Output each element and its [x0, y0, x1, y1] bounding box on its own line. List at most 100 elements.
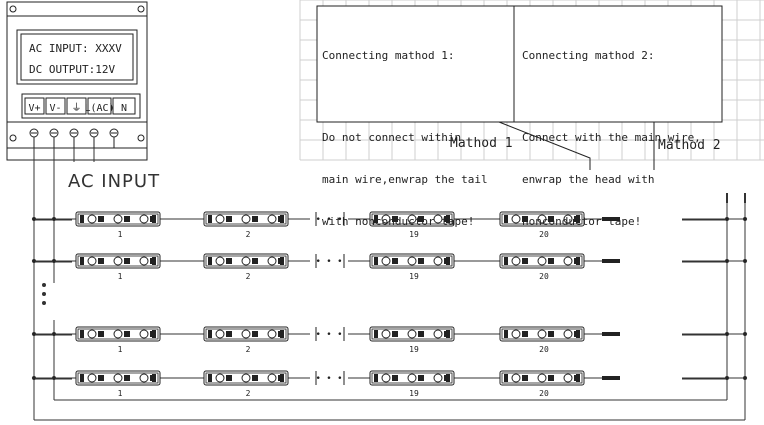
module-number: 20 — [539, 272, 549, 281]
led-chip — [548, 258, 554, 264]
junction-dot — [31, 216, 37, 222]
module-inner — [501, 328, 583, 340]
terminal-label-box — [87, 97, 112, 115]
module-body — [75, 211, 161, 227]
module-body — [499, 253, 585, 269]
led-lens — [87, 329, 97, 339]
break-dot — [42, 283, 46, 287]
led-lens — [113, 214, 123, 224]
psu-ac-input-text: AC INPUT: XXXV — [29, 42, 122, 55]
led-chip — [124, 375, 130, 381]
junction-dot — [51, 375, 57, 381]
module-inner — [77, 328, 159, 340]
module-inner — [205, 328, 287, 340]
module-number: 20 — [539, 389, 549, 398]
junction-dot — [31, 331, 37, 337]
led-lens — [511, 256, 521, 266]
module-body — [499, 211, 585, 227]
led-chip — [124, 258, 130, 264]
led-lens — [407, 373, 417, 383]
module-body — [369, 326, 455, 342]
junction-dot — [742, 216, 748, 222]
module-inner — [205, 255, 287, 267]
module-inner — [501, 255, 583, 267]
module-inner — [77, 213, 159, 225]
led-lens — [511, 214, 521, 224]
led-chip — [226, 258, 232, 264]
led-module — [369, 253, 455, 269]
junction-dot — [724, 216, 730, 222]
led-chip — [226, 216, 232, 222]
module-body — [203, 370, 289, 386]
method1-note: Connecting mathod 1: Do not connect with… — [322, 21, 488, 243]
led-lens — [267, 214, 277, 224]
tail-plug — [602, 259, 620, 263]
led-chip — [252, 258, 258, 264]
led-module-rows — [75, 211, 620, 386]
led-chip — [252, 375, 258, 381]
module-pad — [208, 257, 212, 265]
led-chip — [98, 216, 104, 222]
ellipsis: • • • — [315, 374, 342, 384]
led-lens — [381, 256, 391, 266]
led-lens — [537, 329, 547, 339]
module-pad — [280, 330, 284, 338]
module-pad — [152, 215, 156, 223]
method2-label: Mathod 2 — [658, 138, 721, 153]
module-number: 2 — [246, 272, 251, 281]
junction-dot — [724, 258, 730, 264]
terminal-label-box — [24, 97, 45, 115]
led-lens — [139, 256, 149, 266]
led-chip — [98, 375, 104, 381]
junction-dot — [51, 331, 57, 337]
led-module — [75, 370, 161, 386]
junction-dot — [31, 258, 37, 264]
module-number: 19 — [409, 345, 419, 354]
method1-line-1: Do not connect within — [322, 131, 462, 144]
module-inner — [77, 372, 159, 384]
method2-title: Connecting mathod 2: — [522, 49, 655, 62]
module-number: 1 — [118, 230, 123, 239]
led-lens — [87, 373, 97, 383]
led-lens — [267, 329, 277, 339]
module-pad — [576, 215, 580, 223]
junction-dot — [742, 375, 748, 381]
module-number: 19 — [409, 389, 419, 398]
led-module — [369, 326, 455, 342]
module-pad — [80, 215, 84, 223]
led-lens — [215, 373, 225, 383]
led-chip — [392, 375, 398, 381]
led-lens — [563, 373, 573, 383]
led-lens — [407, 214, 417, 224]
led-module — [499, 326, 585, 342]
led-module — [203, 211, 289, 227]
led-lens — [407, 256, 417, 266]
led-module — [369, 211, 455, 227]
module-pad — [446, 257, 450, 265]
module-pad — [280, 374, 284, 382]
ac-input-label: AC INPUT — [68, 171, 160, 192]
module-pad — [280, 215, 284, 223]
led-lens — [563, 256, 573, 266]
junction-dot — [742, 258, 748, 264]
led-chip — [392, 258, 398, 264]
module-pad — [446, 215, 450, 223]
module-pad — [446, 374, 450, 382]
led-lens — [563, 329, 573, 339]
module-number: 20 — [539, 345, 549, 354]
module-body — [369, 370, 455, 386]
led-chip — [392, 331, 398, 337]
module-body — [369, 253, 455, 269]
led-lens — [267, 373, 277, 383]
tail-plug — [602, 376, 620, 380]
led-lens — [113, 256, 123, 266]
led-chip — [98, 331, 104, 337]
module-number: 2 — [246, 345, 251, 354]
module-pad — [576, 330, 580, 338]
led-module — [75, 253, 161, 269]
module-body — [75, 326, 161, 342]
module-pad — [152, 257, 156, 265]
led-lens — [113, 329, 123, 339]
